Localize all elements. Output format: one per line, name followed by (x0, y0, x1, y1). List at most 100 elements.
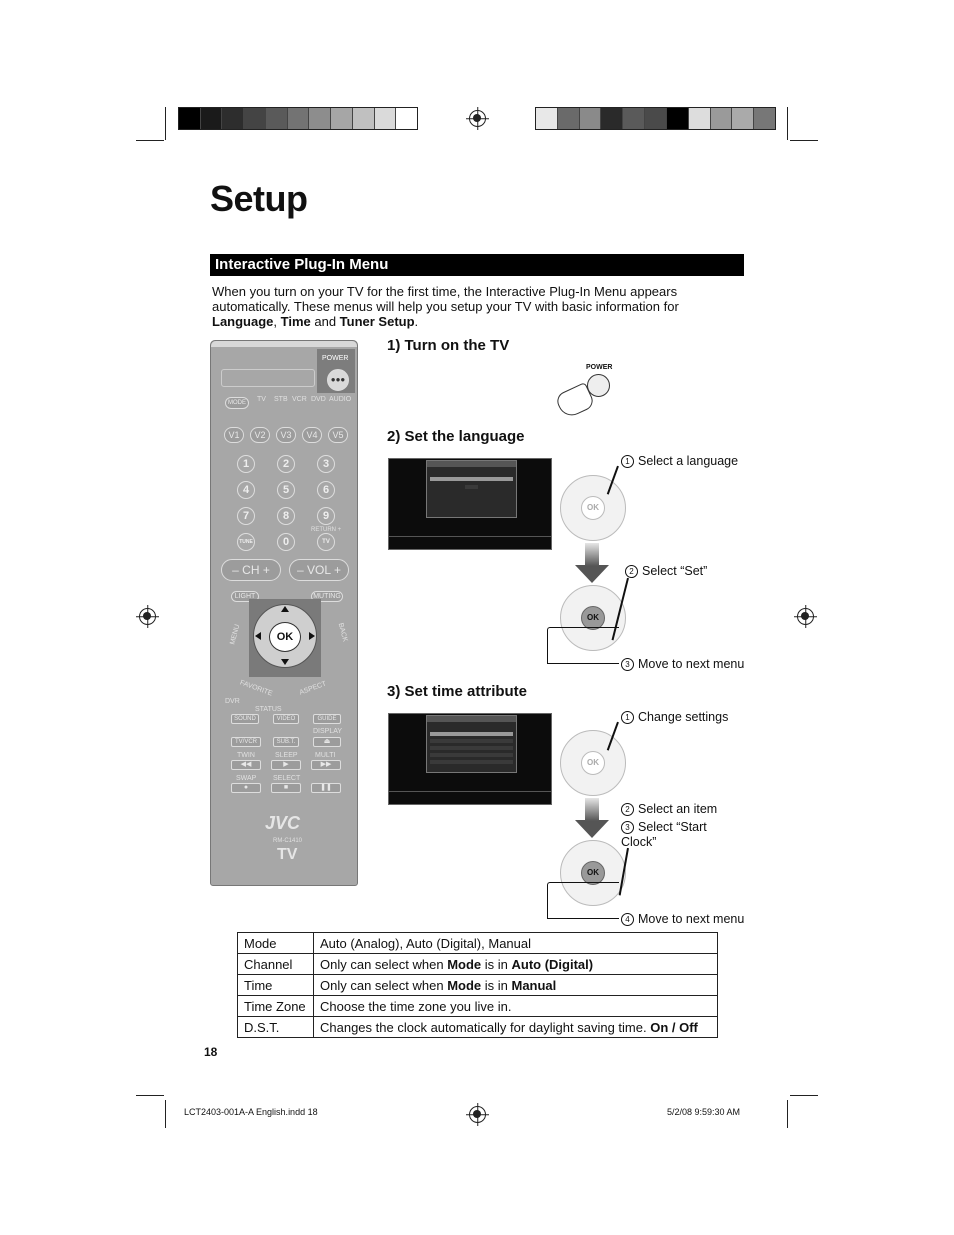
num-5-button[interactable]: 5 (277, 481, 295, 499)
muting-button[interactable]: MUTING (311, 591, 343, 602)
down-arrow-icon (575, 798, 609, 838)
mode-button[interactable]: MODE (225, 397, 249, 409)
menu-panel (426, 460, 517, 518)
power-button-icon (587, 374, 610, 397)
v2-button[interactable]: V2 (250, 427, 270, 443)
dpad-up-icon[interactable] (281, 606, 289, 612)
menu-button[interactable]: MENU (229, 623, 242, 646)
crop-mark (165, 1100, 166, 1128)
num-6-button[interactable]: 6 (317, 481, 335, 499)
pause-button[interactable]: ❚❚ (311, 783, 341, 793)
source-audio[interactable]: AUDIO (329, 396, 352, 403)
swap-label: SWAP (236, 775, 257, 782)
back-button[interactable]: BACK (336, 622, 349, 643)
dvr-label: DVR (225, 698, 240, 705)
num-4-button[interactable]: 4 (237, 481, 255, 499)
rewind-button[interactable]: ◀◀ (231, 760, 261, 770)
page-title: Setup (210, 178, 308, 219)
source-vcr[interactable]: VCR (292, 396, 307, 403)
v4-button[interactable]: V4 (302, 427, 322, 443)
num-7-button[interactable]: 7 (237, 507, 255, 525)
power-label: POWER (586, 364, 613, 371)
table-desc: Choose the time zone you live in. (313, 995, 718, 1017)
menu-title-bar (427, 716, 516, 722)
v1-button[interactable]: V1 (224, 427, 244, 443)
screen-footer (389, 536, 551, 549)
step-2-title: 2) Set the language (387, 428, 525, 445)
table-row: D.S.T.Changes the clock automatically fo… (237, 1016, 718, 1038)
twin-label: TWIN (237, 752, 255, 759)
menu-row (430, 732, 513, 736)
fastforward-button[interactable]: ▶▶ (311, 760, 341, 770)
footer-date: 5/2/08 9:59:30 AM (667, 1107, 741, 1117)
guide-button[interactable]: GUIDE (313, 714, 341, 724)
table-term: Channel (237, 953, 314, 975)
tv-button[interactable]: TV (317, 533, 335, 551)
menu-row (430, 739, 513, 743)
remote-display-window (221, 369, 315, 387)
tvvcr-button[interactable]: TV/VCR (231, 737, 261, 747)
play-button[interactable]: ▶ (271, 760, 301, 770)
remote-top-bezel (211, 341, 357, 347)
source-stb[interactable]: STB (274, 396, 288, 403)
crop-mark (787, 107, 788, 140)
return-label: RETURN + (311, 527, 342, 533)
model-number: RM-C1410 (273, 838, 303, 844)
dpad-right-icon[interactable] (309, 632, 315, 640)
language-menu-screen (388, 458, 552, 550)
stop-button[interactable]: ■ (271, 783, 301, 793)
subt-button[interactable]: SUB.T. (273, 737, 299, 747)
source-tv[interactable]: TV (257, 396, 266, 403)
jvc-logo: JVC (265, 813, 301, 833)
dpad-down-icon[interactable] (281, 659, 289, 665)
footer-file: LCT2403-001A-A English.indd 18 (184, 1107, 318, 1117)
menu-row (430, 746, 513, 750)
volume-button[interactable]: – VOL + (289, 559, 349, 581)
menu-row (430, 753, 513, 757)
v3-button[interactable]: V3 (276, 427, 296, 443)
sound-button[interactable]: SOUND (231, 714, 259, 724)
source-dvd[interactable]: DVD (311, 396, 326, 403)
select-label: SELECT (273, 775, 301, 782)
table-term: Mode (237, 932, 314, 954)
section-title: Interactive Plug-In Menu (210, 254, 744, 276)
crop-mark (136, 1095, 164, 1096)
favorite-button[interactable]: FAVORITE (238, 679, 274, 698)
page-number: 18 (204, 1045, 218, 1059)
ok-pad: OK (560, 730, 626, 796)
num-1-button[interactable]: 1 (237, 455, 255, 473)
num-3-button[interactable]: 3 (317, 455, 335, 473)
crop-mark (136, 140, 164, 141)
ok-pad-active: OK (560, 840, 626, 906)
pointer-bracket (547, 882, 619, 919)
ok-button[interactable]: OK (269, 622, 301, 652)
num-9-button[interactable]: 9 (317, 507, 335, 525)
tune-button[interactable]: TUNE (237, 533, 255, 551)
num-0-button[interactable]: 0 (277, 533, 295, 551)
num-8-button[interactable]: 8 (277, 507, 295, 525)
power-button[interactable]: ●●● (327, 369, 349, 391)
table-desc: Only can select when Mode is in Manual (313, 974, 718, 996)
light-button[interactable]: LIGHT (231, 591, 259, 602)
num-2-button[interactable]: 2 (277, 455, 295, 473)
v5-button[interactable]: V5 (328, 427, 348, 443)
record-button[interactable]: ● (231, 783, 261, 793)
video-button[interactable]: VIDEO (273, 714, 299, 724)
down-arrow-icon (575, 543, 609, 583)
step-3-title: 3) Set time attribute (387, 683, 528, 700)
status-label: STATUS (255, 706, 282, 713)
display-button[interactable]: ⏏ (313, 737, 341, 747)
dpad-left-icon[interactable] (255, 632, 261, 640)
aspect-button[interactable]: ASPECT (298, 680, 328, 697)
table-desc: Auto (Analog), Auto (Digital), Manual (313, 932, 718, 954)
step-1-title: 1) Turn on the TV (387, 337, 510, 354)
display-label: DISPLAY (313, 728, 343, 735)
channel-button[interactable]: – CH + (221, 559, 281, 581)
power-label: POWER (322, 355, 349, 362)
remote-control: POWER ●●● MODE TV STB VCR DVD AUDIO V1 V… (210, 340, 358, 886)
